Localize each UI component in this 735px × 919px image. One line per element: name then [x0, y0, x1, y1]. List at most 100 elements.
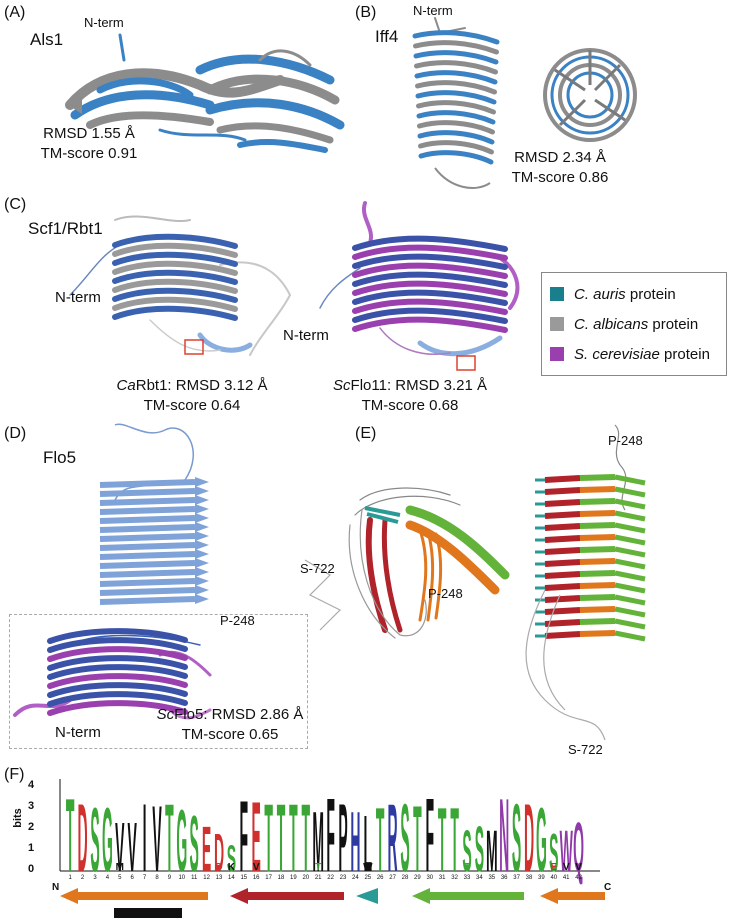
strand-arrow-orange-2 — [540, 888, 605, 904]
logo-position-label: 15 — [240, 875, 247, 881]
iff4-strand — [418, 150, 494, 165]
panel-e-label: (E) — [355, 425, 377, 442]
flo5-strand — [99, 551, 196, 560]
legend-suffix-c-albicans: protein — [648, 315, 699, 333]
logo-letter: S — [90, 789, 99, 891]
flo5-strand — [99, 569, 196, 578]
logo-letter: R — [388, 784, 398, 892]
panel-e-s722-left: S-722 — [300, 561, 335, 576]
logo-y-tick-0: 0 — [28, 863, 35, 875]
side-red-strand — [544, 511, 581, 519]
side-green-strand — [614, 486, 646, 498]
scflo5-strand — [47, 628, 188, 644]
iff4-strand — [416, 110, 496, 125]
iff4-strand — [413, 40, 499, 55]
side-green-strand — [614, 594, 646, 606]
logo-position-label: 8 — [155, 875, 159, 881]
iff4-side-structure — [412, 17, 500, 189]
logo-letter: T — [450, 789, 459, 891]
side-green-strand — [614, 510, 646, 522]
panel-d-title: Flo5 — [43, 448, 77, 467]
iff4-strand — [418, 140, 494, 155]
logo-sub-letter: E — [550, 862, 557, 873]
panel-d-label: (D) — [4, 425, 27, 442]
side-strand — [579, 510, 616, 517]
flo5-strand — [99, 533, 196, 542]
logo-position-label: 19 — [290, 875, 297, 881]
flo5-structure — [99, 423, 209, 605]
logo-y-label: bits — [11, 808, 24, 828]
side-green-strand — [614, 606, 646, 618]
side-strand — [579, 522, 616, 529]
logo-y-tick-1: 1 — [28, 842, 35, 854]
iff4-strand — [416, 100, 496, 115]
als1-structure — [65, 33, 345, 153]
flo11-strand — [352, 235, 508, 252]
legend-item-c-albicans: C. albicans protein — [550, 309, 718, 339]
logo-letter: T — [277, 784, 286, 892]
logo-sub-letter: V — [253, 862, 260, 873]
panel-b-rmsd: RMSD 2.34 Å — [514, 149, 606, 166]
iff4-strand — [412, 30, 500, 45]
side-red-strand — [544, 475, 581, 483]
flo5-strand — [99, 524, 196, 533]
flo5-highlight-box — [9, 614, 308, 749]
logo-position-label: 31 — [439, 875, 446, 881]
side-green-strand — [614, 618, 646, 630]
flo5-strand-head — [195, 576, 209, 586]
iff4-strand — [417, 120, 495, 135]
logo-sub-letter: D — [215, 862, 222, 873]
logo-position-label: 26 — [377, 875, 384, 881]
logo-position-label: 11 — [191, 875, 198, 881]
scf1-strand — [112, 305, 238, 321]
scflo5-strand — [47, 637, 188, 653]
side-red-strand — [544, 559, 581, 567]
side-green-strand — [614, 522, 646, 534]
iff4-strand — [415, 80, 497, 95]
logo-sub-letter: T — [315, 862, 321, 873]
flo5-strand-head — [195, 594, 209, 604]
logo-sub-letter: W — [363, 862, 373, 873]
panel-d-caption: Flo5: RMSD 2.86 Å — [174, 706, 304, 723]
legend-label-c-albicans: C. albicans — [574, 315, 649, 333]
panel-b-title: Iff4 — [375, 27, 399, 46]
logo-sub-letter: V — [575, 862, 582, 873]
logo-position-label: 32 — [451, 875, 458, 881]
side-red-strand — [544, 583, 581, 591]
flo11-strand — [352, 280, 508, 297]
scflo5-structure — [13, 628, 212, 720]
logo-position-label: 22 — [327, 875, 334, 881]
logo-position-label: 29 — [414, 875, 421, 881]
side-strand — [579, 558, 616, 565]
strand-arrow-orange-1 — [60, 888, 208, 904]
panel-c-nterm-left: N-term — [55, 289, 101, 306]
flo5-strand — [99, 488, 196, 497]
logo-sub-letter: K — [228, 862, 236, 873]
side-green-strand — [614, 570, 646, 582]
scf1-strand — [112, 242, 238, 258]
logo-position-label: 41 — [563, 875, 570, 881]
flo5-strand-head — [195, 540, 209, 550]
legend-swatch-s-cerevisiae — [550, 347, 564, 361]
logo-letter: T — [438, 789, 447, 891]
logo-position-label: 42 — [575, 875, 582, 881]
flo5-strand — [99, 506, 196, 515]
side-strand — [579, 546, 616, 553]
side-green-strand — [614, 582, 646, 594]
flo5-strand — [99, 479, 196, 488]
logo-position-label: 18 — [278, 875, 285, 881]
logo-position-label: 14 — [228, 875, 235, 881]
flo11-strand — [352, 307, 508, 324]
scf1-strand — [112, 287, 238, 303]
logo-letter: G — [176, 793, 187, 891]
logo-letter: T — [165, 784, 174, 892]
logo-letter: P — [338, 784, 347, 892]
logo-letter: T — [66, 777, 75, 893]
side-green-strand — [614, 630, 646, 642]
legend-label-s-cerevisiae: S. cerevisiae — [574, 345, 660, 363]
scflo5-strand — [47, 664, 188, 680]
flo5-strand-head — [195, 522, 209, 532]
legend-suffix-s-cerevisiae: protein — [659, 345, 710, 363]
strand-arrow-green — [412, 888, 524, 904]
side-strand — [579, 594, 616, 601]
